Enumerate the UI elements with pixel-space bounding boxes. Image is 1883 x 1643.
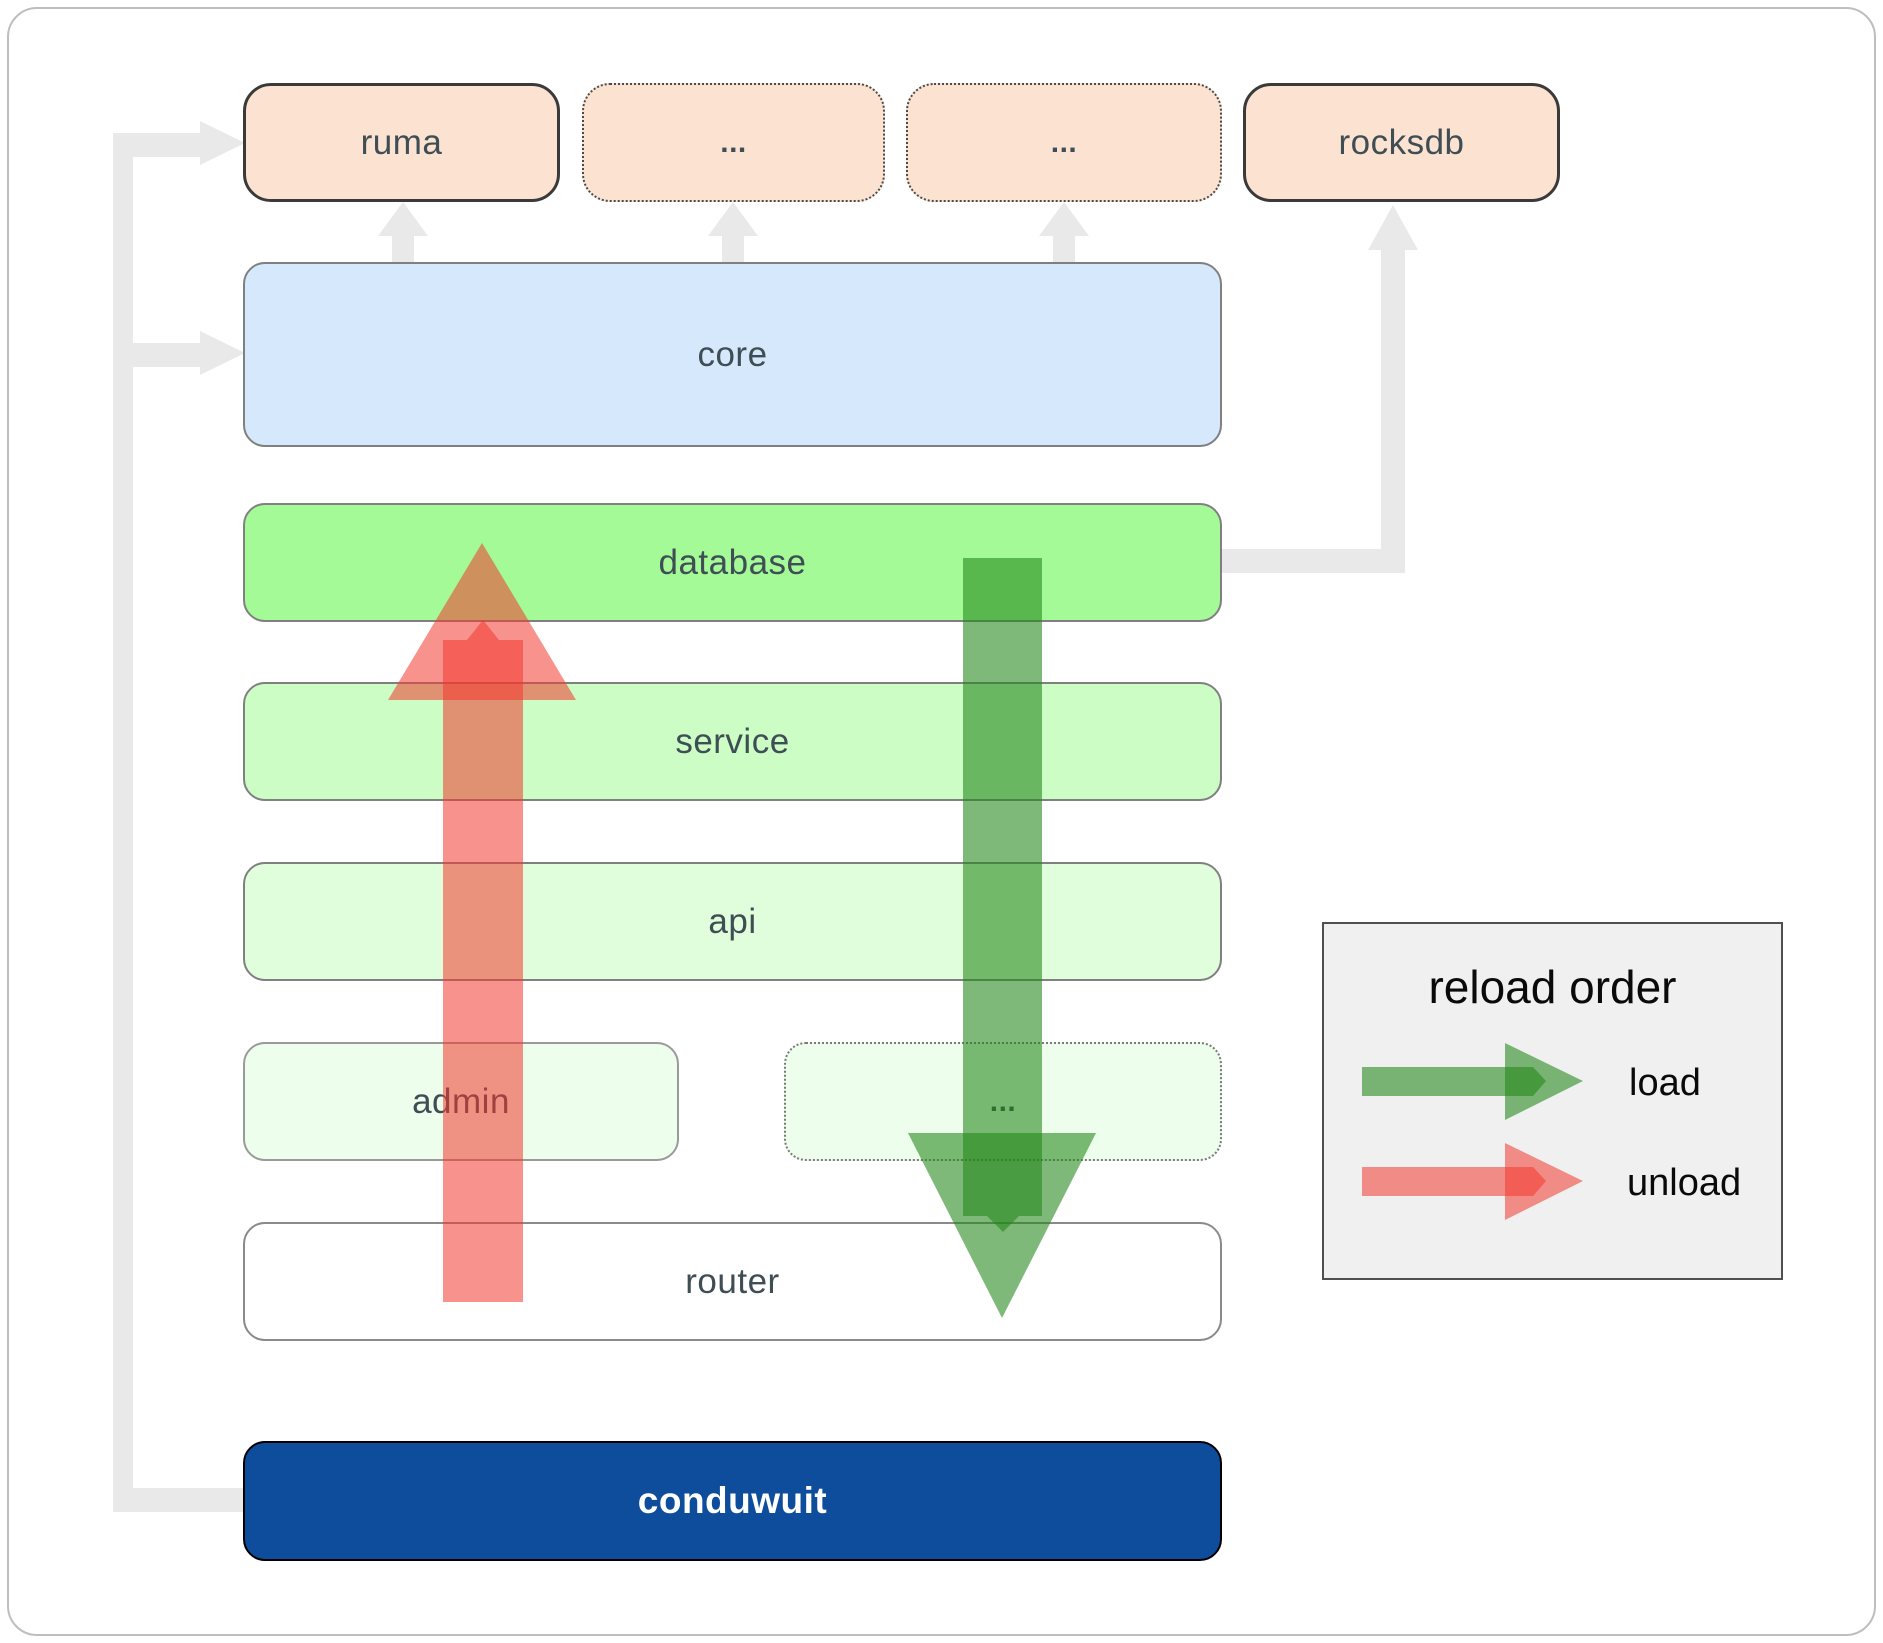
- box-api-label: api: [708, 901, 757, 941]
- legend-title: reload order: [1428, 961, 1677, 1013]
- box-ellipsis-1-label: ...: [720, 125, 747, 159]
- box-router: router: [243, 1222, 1222, 1341]
- box-conduwuit: conduwuit: [243, 1441, 1222, 1561]
- legend-label-unload: unload: [1627, 1162, 1742, 1204]
- box-core: core: [243, 262, 1222, 447]
- box-service-label: service: [675, 721, 790, 761]
- box-router-label: router: [685, 1261, 780, 1301]
- box-ruma-label: ruma: [360, 122, 443, 162]
- box-api: api: [243, 862, 1222, 981]
- box-ellipsis-2-label: ...: [1050, 125, 1078, 159]
- box-conduwuit-label: conduwuit: [637, 1480, 828, 1521]
- legend-panel: reload order load unload: [1322, 922, 1783, 1280]
- box-database-label: database: [658, 542, 807, 582]
- box-admin-ellipsis: ...: [784, 1042, 1222, 1161]
- legend-label-load: load: [1629, 1062, 1701, 1104]
- outer-frame: [7, 7, 1876, 1636]
- box-core-label: core: [697, 334, 768, 374]
- box-service: service: [243, 682, 1222, 801]
- box-ellipsis-2: ...: [906, 83, 1222, 202]
- box-admin-label: admin: [412, 1081, 510, 1121]
- box-rocksdb: rocksdb: [1243, 83, 1560, 202]
- box-admin-ellipsis-label: ...: [989, 1084, 1017, 1118]
- box-rocksdb-label: rocksdb: [1338, 122, 1465, 162]
- box-admin: admin: [243, 1042, 679, 1161]
- box-database: database: [243, 503, 1222, 622]
- box-ruma: ruma: [243, 83, 560, 202]
- box-ellipsis-1: ...: [582, 83, 885, 202]
